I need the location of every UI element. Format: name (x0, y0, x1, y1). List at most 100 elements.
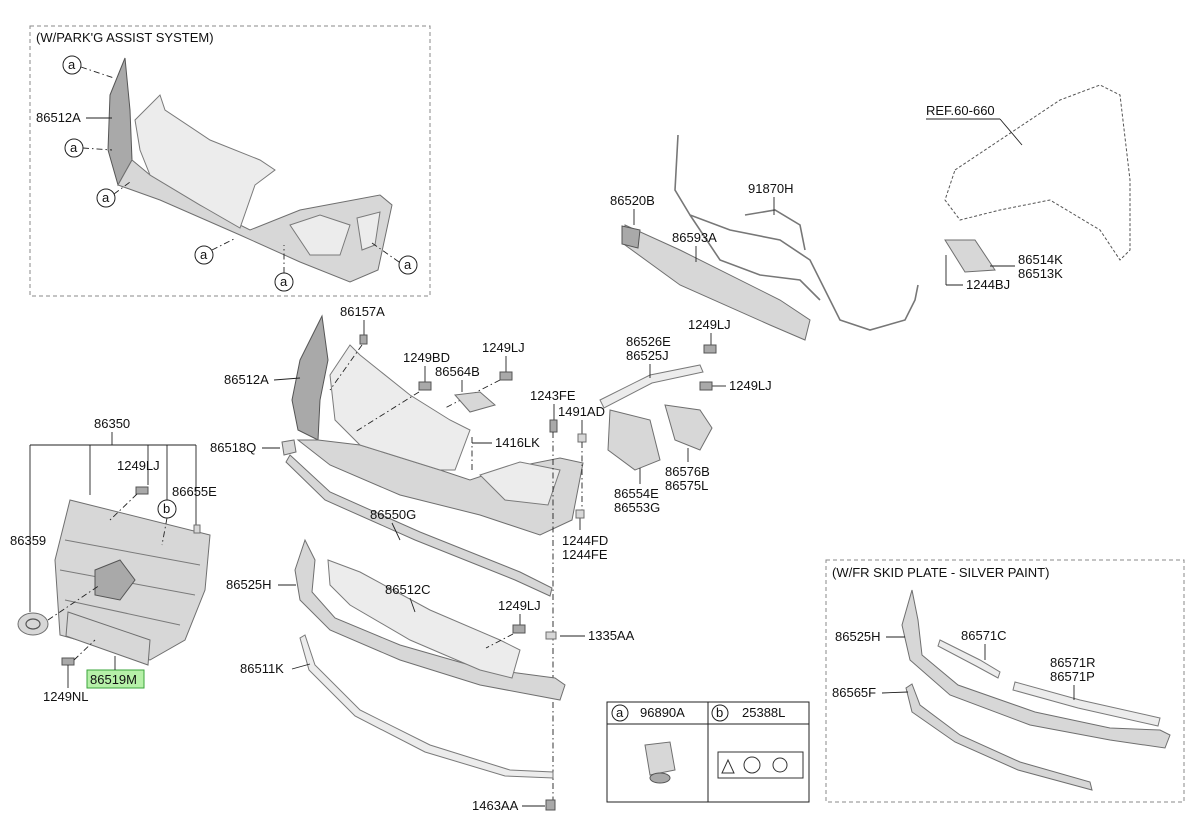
svg-text:a: a (200, 247, 208, 262)
label-86575L: 86575L (665, 478, 708, 493)
skid-strip-86565F (905, 683, 1093, 791)
label-86550G: 86550G (370, 507, 416, 522)
label-1244BJ: 1244BJ (966, 277, 1010, 292)
skid-plate-frame (825, 559, 1185, 803)
label-86576B: 86576B (665, 464, 710, 479)
label-1249LJ-e: 1249LJ (729, 378, 772, 393)
label-1249NL: 1249NL (43, 689, 89, 704)
skid-plate-title: (W/FR SKID PLATE - SILVER PAINT) (832, 565, 1049, 580)
label-1463AA: 1463AA (472, 798, 519, 813)
legend-b-ref: b (716, 705, 723, 720)
molding-86550G (285, 454, 553, 597)
legend-b-part: 25388L (742, 705, 785, 720)
label-1249LJ-d: 1249LJ (688, 317, 731, 332)
label-86525J: 86525J (626, 348, 669, 363)
park-assist-frame (29, 25, 431, 297)
sensor-icon-96890A (644, 741, 676, 784)
clip-86655E (193, 524, 201, 534)
clip-1491AD (577, 433, 587, 443)
bolt-1249LJ-a (499, 371, 513, 381)
label-86513K: 86513K (1018, 266, 1063, 281)
label-86571P: 86571P (1050, 669, 1095, 684)
svg-text:a: a (68, 57, 76, 72)
label-86512C: 86512C (385, 582, 431, 597)
label-86571C: 86571C (961, 628, 1007, 643)
bracket-86554E (607, 409, 661, 471)
lower-cover-86525H (294, 538, 566, 701)
warning-label-icon-25388L (717, 751, 804, 779)
label-86593A: 86593A (672, 230, 717, 245)
absorber-86520B (621, 224, 811, 341)
label-1249BD: 1249BD (403, 350, 450, 365)
bolt-1249LJ-c (135, 486, 149, 495)
skid-plate-86571R (1012, 681, 1161, 727)
label-91870H: 91870H (748, 181, 794, 196)
skid-lower-cover-86525H (901, 589, 1171, 749)
label-86359: 86359 (10, 533, 46, 548)
label-86554E: 86554E (614, 486, 659, 501)
label-86519M[interactable]: 86519M (90, 672, 137, 687)
legend-a-part: 96890A (640, 705, 685, 720)
emblem-86359 (17, 612, 49, 636)
label-1244FE: 1244FE (562, 547, 608, 562)
ref-a-callouts-inset: a a a a a a (62, 55, 418, 292)
label-1491AD: 1491AD (558, 404, 605, 419)
clip-1335AA (545, 631, 557, 640)
bracket-86514K (944, 239, 996, 273)
wiring-91870H (674, 134, 919, 331)
label-1335AA: 1335AA (588, 628, 635, 643)
label-ref-60-660: REF.60-660 (926, 103, 995, 118)
screw-86157A (359, 334, 368, 345)
label-86512A: 86512A (224, 372, 269, 387)
cap-86518Q (281, 439, 297, 456)
molding-86526E (599, 364, 704, 409)
radiator-grille-86350 (54, 499, 211, 661)
grille-leader-tree (29, 432, 197, 612)
lower-grille-86512C (327, 559, 521, 679)
label-1416LK: 1416LK (495, 435, 540, 450)
label-86518Q: 86518Q (210, 440, 256, 455)
strip-86511K (299, 634, 554, 779)
label-86512A-inset: 86512A (36, 110, 81, 125)
label-86526E: 86526E (626, 334, 671, 349)
bracket-86576B (664, 404, 713, 451)
clip-1244FD (575, 509, 585, 519)
label-86553G: 86553G (614, 500, 660, 515)
inset-bumper-cover (107, 57, 393, 283)
label-1249LJ-a: 1249LJ (482, 340, 525, 355)
label-86514K: 86514K (1018, 252, 1063, 267)
fender-ref (944, 84, 1131, 261)
park-assist-title: (W/PARK'G ASSIST SYSTEM) (36, 30, 214, 45)
clip-1463AA (545, 799, 556, 811)
label-1249LJ-c: 1249LJ (117, 458, 160, 473)
bolt-1249LJ-d (703, 344, 717, 354)
label-86520B: 86520B (610, 193, 655, 208)
label-86525H-skid: 86525H (835, 629, 881, 644)
bolt-1249NL (61, 657, 75, 666)
skid-plate-86571C (937, 639, 1001, 679)
label-1249LJ-b: 1249LJ (498, 598, 541, 613)
label-1243FE: 1243FE (530, 388, 576, 403)
svg-text:a: a (404, 257, 412, 272)
bolt-1249LJ-b (512, 624, 526, 634)
label-86350: 86350 (94, 416, 130, 431)
bolt-1249BD (418, 381, 432, 391)
ref-b-callout: b (157, 499, 177, 546)
svg-text:a: a (102, 190, 110, 205)
label-86571R: 86571R (1050, 655, 1096, 670)
label-86157A: 86157A (340, 304, 385, 319)
svg-text:b: b (163, 501, 170, 516)
label-86565F: 86565F (832, 685, 876, 700)
bolt-1249LJ-e (699, 381, 713, 391)
garnish-86519M (65, 611, 151, 666)
label-86525H: 86525H (226, 577, 272, 592)
label-1244FD: 1244FD (562, 533, 608, 548)
front-bumper-cover (291, 314, 584, 536)
legend-a-ref: a (616, 705, 624, 720)
legend-table: a 96890A b 25388L (606, 701, 810, 803)
svg-text:a: a (70, 140, 78, 155)
highlight-86519M (86, 669, 145, 689)
label-86655E: 86655E (172, 484, 217, 499)
